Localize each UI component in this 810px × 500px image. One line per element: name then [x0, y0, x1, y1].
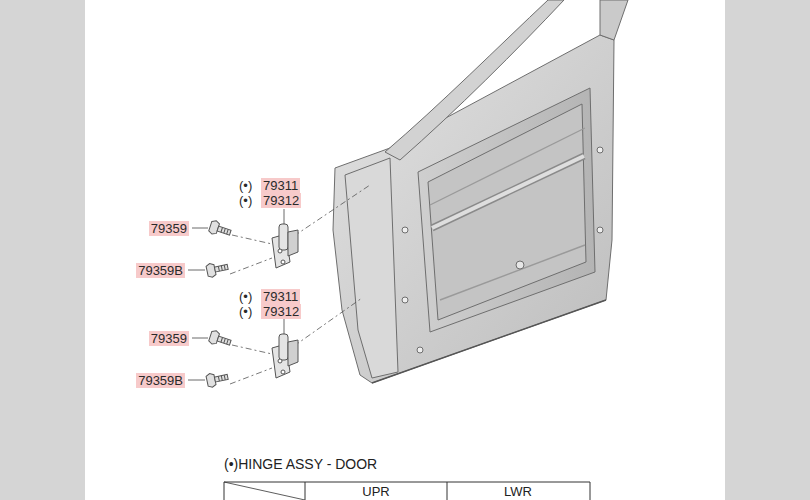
- hinge-marker: (•): [239, 304, 252, 319]
- callout-number: 79359B: [136, 263, 185, 278]
- door-shell: [333, 0, 628, 383]
- hinge-marker: (•): [239, 178, 252, 193]
- assembly-line: [230, 185, 370, 384]
- callout-number: 79359: [149, 221, 189, 236]
- callout-number: 79312: [261, 193, 301, 208]
- callout-number: 79359B: [136, 373, 185, 388]
- side-band: [0, 0, 85, 500]
- table-grid: [224, 482, 590, 500]
- callout-number: 79312: [261, 304, 301, 319]
- callout-number: 79311: [261, 289, 300, 304]
- side-band: [725, 0, 810, 500]
- hinge-marker: (•): [239, 193, 252, 208]
- table-header: LWR: [504, 484, 532, 499]
- callout-number: 79311: [261, 178, 300, 193]
- hinge-marker: (•): [239, 289, 252, 304]
- callout-number: 79359: [149, 331, 189, 346]
- bolt-symbol: [206, 219, 233, 388]
- note-text: (•)HINGE ASSY - DOOR: [224, 456, 377, 472]
- table-header: UPR: [362, 484, 389, 499]
